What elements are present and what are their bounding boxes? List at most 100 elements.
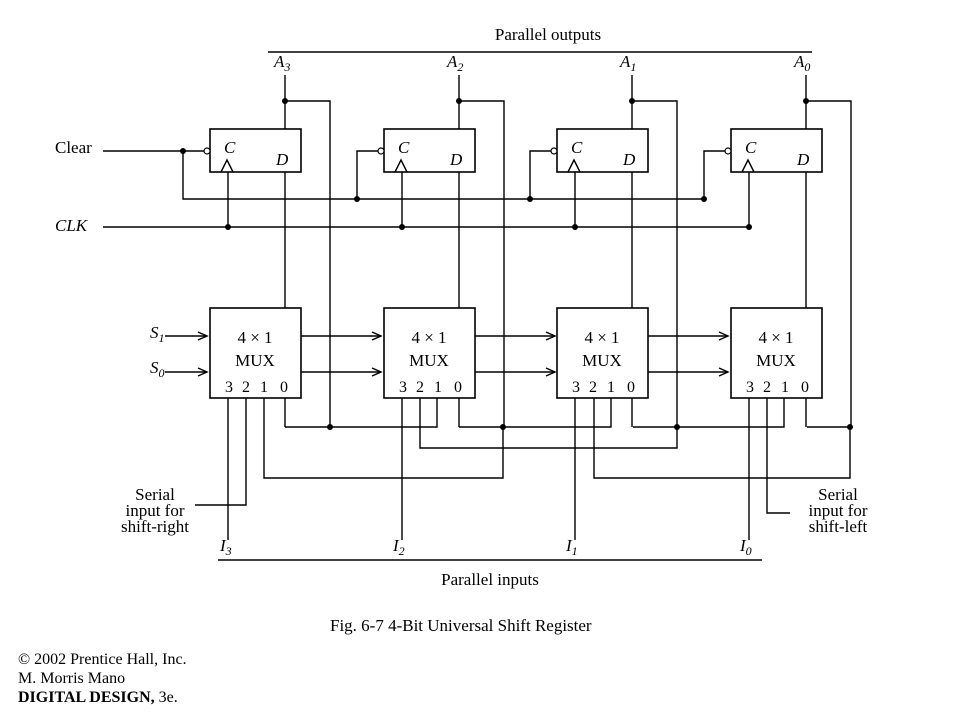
input-label-i2: I2 <box>392 536 405 558</box>
mux-pin-1: 1 <box>607 379 615 396</box>
shift-right-2 <box>330 398 438 428</box>
clear-bubble <box>203 147 211 155</box>
input-label-i3: I3 <box>219 536 232 558</box>
flipflop-data-pin: D <box>449 150 463 169</box>
mux-label-size: 4 × 1 <box>237 328 272 347</box>
s0-arrow <box>718 367 730 377</box>
svg-text:input for: input for <box>125 501 184 520</box>
mux-0 <box>730 307 823 399</box>
mux-label-name: MUX <box>409 351 449 370</box>
mux-pin-2: 2 <box>589 379 597 396</box>
svg-text:input for: input for <box>808 501 867 520</box>
s0-arrow <box>545 367 557 377</box>
book-line: DIGITAL DESIGN, 3e. <box>18 688 178 708</box>
mux-pin-1: 1 <box>434 379 442 396</box>
parallel-outputs-label: Parallel outputs <box>495 25 601 44</box>
flipflop-data-pin: D <box>796 150 810 169</box>
s1-arrow <box>371 331 383 341</box>
junction-dot <box>500 424 506 430</box>
shift-left-1 <box>593 398 851 479</box>
clock-triangle <box>394 158 408 173</box>
mux-pin-1: 1 <box>781 379 789 396</box>
flipflop-clear-pin: C <box>745 138 757 157</box>
junction-dot <box>456 98 462 104</box>
mux-pin-1: 1 <box>260 379 268 396</box>
mux-pin-0: 0 <box>454 379 462 396</box>
s1-label: S1 <box>150 323 165 345</box>
clock-triangle <box>741 158 755 173</box>
mux-3 <box>209 307 302 399</box>
mux-label-name: MUX <box>582 351 622 370</box>
mux-2 <box>383 307 476 399</box>
flipflop-data-pin: D <box>622 150 636 169</box>
flipflop-clear-pin: C <box>224 138 236 157</box>
mux-pin-2: 2 <box>242 379 250 396</box>
s0-arrow <box>371 367 383 377</box>
junction-dots <box>180 98 853 430</box>
mux-pin-3: 3 <box>225 379 233 396</box>
svg-text:Serial: Serial <box>818 485 858 504</box>
output-label-a0: A0 <box>793 52 810 74</box>
mux-pin-2: 2 <box>763 379 771 396</box>
shift-left-2 <box>419 398 678 449</box>
clear-bubble <box>377 147 385 155</box>
input-label-i1: I1 <box>565 536 578 558</box>
svg-text:shift-right: shift-right <box>121 517 189 536</box>
mux-pin-3: 3 <box>746 379 754 396</box>
copyright-line: © 2002 Prentice Hall, Inc. <box>18 651 187 668</box>
clear-tap <box>703 150 728 199</box>
mux-label-size: 4 × 1 <box>758 328 793 347</box>
junction-dot <box>354 196 360 202</box>
svg-text:Serial: Serial <box>135 485 175 504</box>
mux-pin-0: 0 <box>627 379 635 396</box>
junction-dot <box>803 98 809 104</box>
mux-label-name: MUX <box>235 351 275 370</box>
clear-tap <box>356 150 381 199</box>
output-label-a3: A3 <box>273 52 290 74</box>
mux-1 <box>556 307 649 399</box>
junction-dot <box>527 196 533 202</box>
mux-pin-2: 2 <box>416 379 424 396</box>
junction-dot <box>746 224 752 230</box>
parallel-inputs-label: Parallel inputs <box>441 570 539 589</box>
junction-dot <box>572 224 578 230</box>
junction-dot <box>225 224 231 230</box>
clock-triangle <box>567 158 581 173</box>
clk-label: CLK <box>55 216 89 235</box>
output-label-a1: A1 <box>619 52 636 74</box>
junction-dot <box>629 98 635 104</box>
s1-arrow <box>718 331 730 341</box>
flipflop-clear-pin: C <box>398 138 410 157</box>
wires <box>103 75 852 540</box>
mux-label-size: 4 × 1 <box>584 328 619 347</box>
figure-caption: Fig. 6-7 4-Bit Universal Shift Register <box>330 616 592 635</box>
book-edition: 3e. <box>154 689 178 706</box>
feedback-wire <box>806 100 852 427</box>
s0-label: S0 <box>150 358 165 380</box>
junction-dot <box>327 424 333 430</box>
feedback-wire <box>632 100 678 427</box>
junction-dot <box>282 98 288 104</box>
clear-bubble <box>550 147 558 155</box>
feedback-wire <box>285 100 331 427</box>
flipflop-data-pin: D <box>275 150 289 169</box>
mux-pin-3: 3 <box>572 379 580 396</box>
serial-shift-right-label: Serial input for shift-right <box>121 485 189 536</box>
mux-label-name: MUX <box>756 351 796 370</box>
mux-label-size: 4 × 1 <box>411 328 446 347</box>
clear-tap <box>529 150 554 199</box>
svg-text:shift-left: shift-left <box>809 517 868 536</box>
serial-right-wire <box>195 398 247 506</box>
output-label-a2: A2 <box>446 52 463 74</box>
junction-dot <box>180 148 186 154</box>
author-line: M. Morris Mano <box>18 670 126 687</box>
mux-pin-3: 3 <box>399 379 407 396</box>
serial-left-wire <box>766 398 790 514</box>
book-title: DIGITAL DESIGN, <box>18 689 155 706</box>
